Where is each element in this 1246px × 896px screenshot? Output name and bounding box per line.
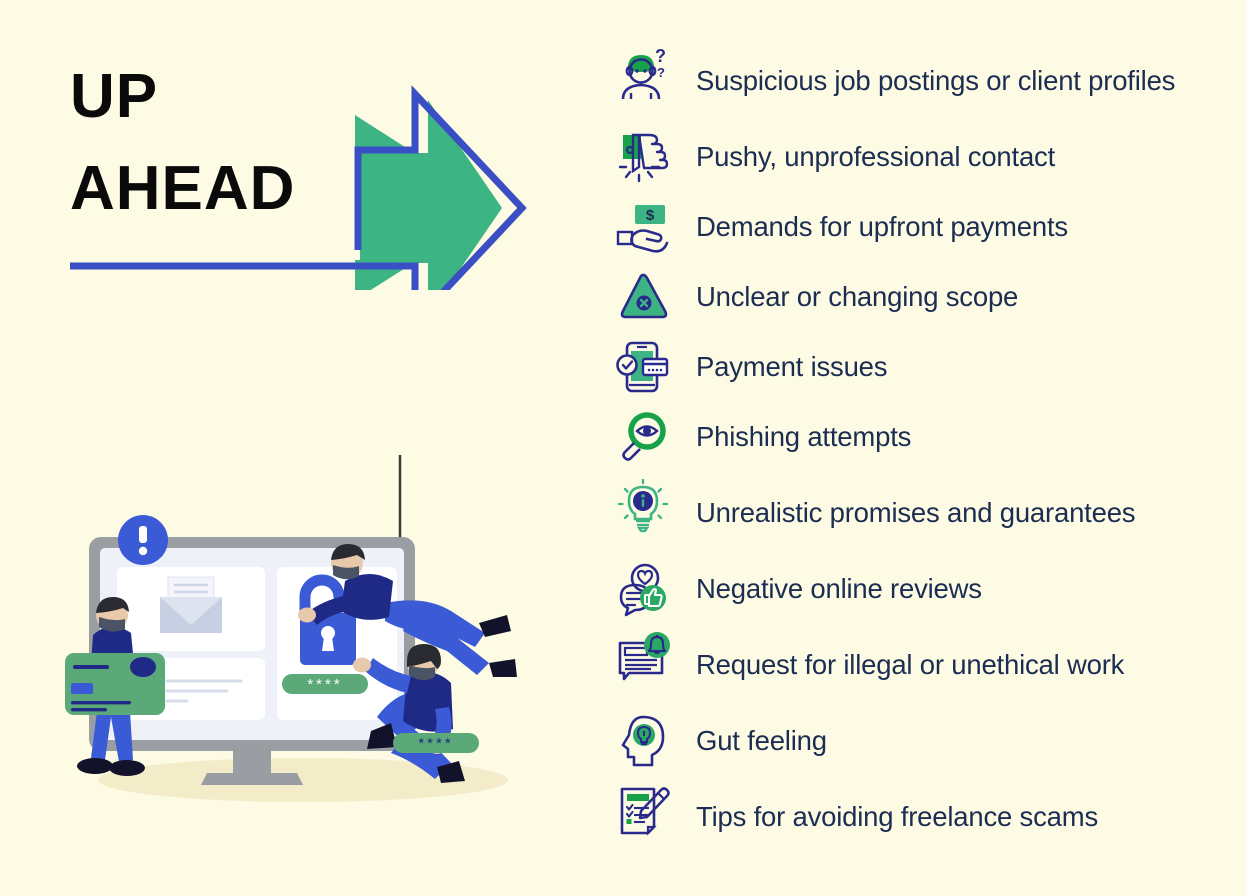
list-item[interactable]: $ Demands for upfront payments [612,196,1232,258]
list-item-label: Payment issues [696,351,888,383]
padlock-keyhole-circle [321,626,335,640]
character-standing [65,597,165,776]
thumbs-down-hand-icon [612,126,674,188]
list-item-label: Unclear or changing scope [696,281,1019,313]
head-lightbulb-icon [612,710,674,772]
svg-text:?: ? [655,47,666,66]
ground-shadow [98,758,508,802]
envelope-flap [160,597,222,625]
review-bubbles-icon [612,558,674,620]
lightbulb-info-icon [612,476,674,538]
warning-triangle-x-icon [612,266,674,328]
headline-line-1: UP [70,62,159,131]
magnifier-eye-icon [612,406,674,468]
list-item-label: Negative online reviews [696,573,982,605]
arrow-green-body [362,100,502,290]
list-item[interactable]: Pushy, unprofessional contact [612,126,1232,188]
list-item-label: Request for illegal or unethical work [696,649,1125,681]
left-panel: UP AHEAD [0,0,600,896]
password-mask-held: **** [418,735,453,752]
svg-text:$: $ [646,207,655,224]
list-item[interactable]: Unrealistic promises and guarantees [612,476,1232,550]
padlock-shackle [299,574,345,621]
headline-block: UP AHEAD [70,60,540,290]
hand-money-icon: $ [612,196,674,258]
password-field-held [393,733,479,753]
list-item-label: Phishing attempts [696,421,912,453]
list-item-label: Gut feeling [696,725,827,757]
list-item[interactable]: Payment issues [612,336,1232,398]
document-bell-icon [612,628,674,690]
password-mask-screen: **** [307,676,342,693]
list-item[interactable]: Tips for avoiding freelance scams [612,780,1232,854]
monitor-stand-neck [233,751,271,773]
warning-badge-dot [138,546,148,556]
list-item[interactable]: ? ? Suspicious job postings or client pr… [612,44,1232,118]
list-item[interactable]: Unclear or changing scope [612,266,1232,328]
svg-text:?: ? [657,65,665,80]
phone-card-check-icon [612,336,674,398]
monitor-stand-base [201,773,303,785]
risk-list: ? ? Suspicious job postings or client pr… [612,44,1232,862]
headline-line-2: AHEAD [70,154,296,223]
list-item-label: Suspicious job postings or client profil… [696,65,1176,97]
password-field-screen [282,674,368,694]
warning-badge-bar [139,526,147,543]
padlock-keyhole-stem [322,637,334,651]
list-item[interactable]: Gut feeling [612,710,1232,772]
list-item-label: Unrealistic promises and guarantees [696,497,1136,529]
character-crouching [353,644,465,783]
character-flying [298,544,517,677]
person-question-icon: ? ? [612,44,674,106]
list-item-label: Demands for upfront payments [696,211,1068,243]
list-item-label: Tips for avoiding freelance scams [696,801,1099,833]
arrow-green-fill [355,115,500,290]
list-item[interactable]: Phishing attempts [612,406,1232,468]
profile-lines [165,679,243,703]
clipboard-pencil-icon [612,780,674,842]
online-scam-illustration: **** [65,455,517,802]
list-item-label: Pushy, unprofessional contact [696,141,1056,173]
list-item[interactable]: Negative online reviews [612,558,1232,620]
list-item[interactable]: Request for illegal or unethical work [612,628,1232,702]
